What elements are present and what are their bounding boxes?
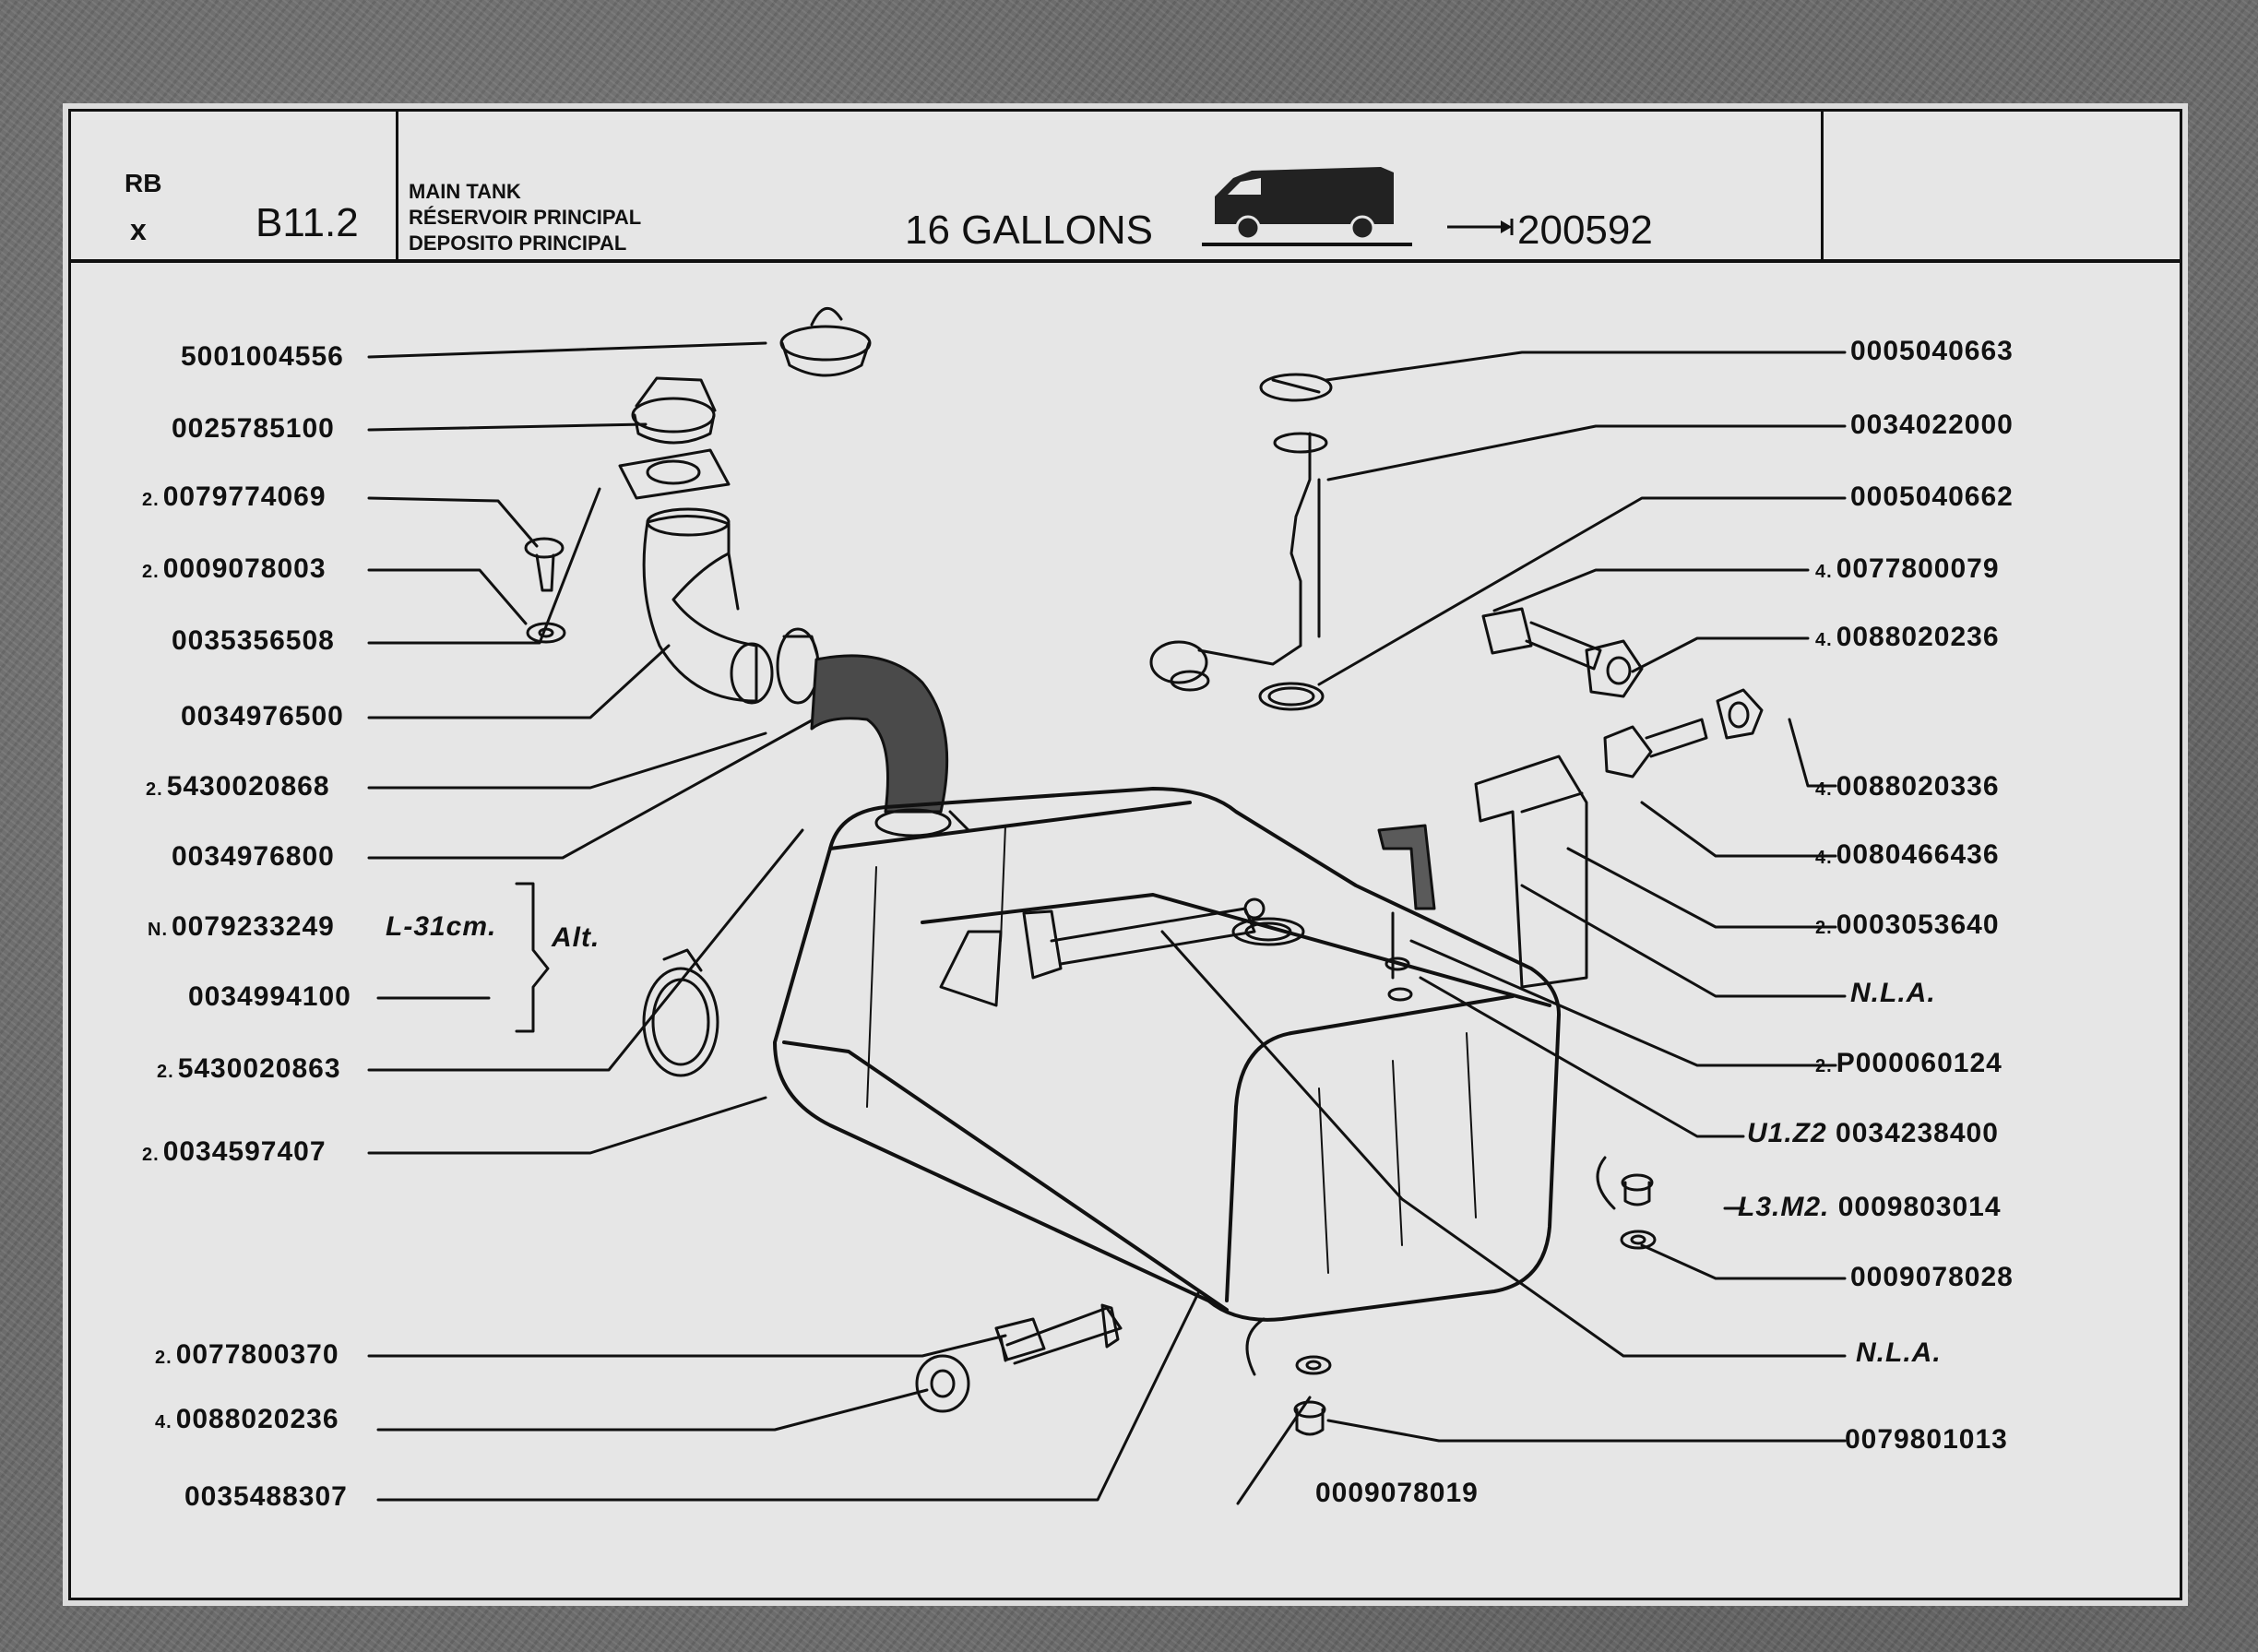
part-right-2: 0034022000 — [1850, 410, 2014, 440]
filler-neck-cap — [631, 376, 717, 445]
washer-side — [1620, 1230, 1657, 1250]
title-es: DEPOSITO PRINCIPAL — [409, 232, 627, 255]
leader-lines-right — [1160, 351, 1847, 1505]
part-left-10: 0034994100 — [188, 981, 351, 1012]
fuel-sender-ring — [1259, 373, 1333, 402]
part-right-14-nla: N.L.A. — [1856, 1337, 1942, 1368]
part-left-1: 5001004556 — [181, 341, 344, 372]
part-left-13: 2.0077800370 — [155, 1339, 339, 1370]
part-right-10: 2.P000060124 — [1815, 1048, 2002, 1078]
side-arrow — [1596, 1156, 1616, 1210]
part-left-7: 2.5430020868 — [146, 771, 330, 802]
part-left-14: 4.0088020236 — [155, 1404, 339, 1434]
serial-number: 200592 — [1517, 208, 1653, 253]
nut-bottom — [915, 1354, 970, 1413]
hose-clamp-lower — [874, 808, 970, 838]
title-en: MAIN TANK — [409, 180, 521, 203]
drain-plug-side — [1621, 1173, 1654, 1206]
hose — [810, 654, 949, 814]
bolt-large-right — [1481, 607, 1602, 671]
part-left-12: 2.0034597407 — [142, 1136, 327, 1167]
part-left-15: 0035488307 — [184, 1481, 348, 1512]
tank-outlet — [1231, 917, 1305, 946]
filler-gasket — [618, 448, 731, 500]
filler-cap — [779, 307, 872, 377]
part-right-11: U1.Z2 0034238400 — [1747, 1118, 1999, 1148]
part-right-3: 0005040662 — [1850, 481, 2014, 512]
screw-small — [524, 537, 564, 592]
van-icon — [1202, 167, 1412, 246]
part-right-7: 4.0080466436 — [1815, 839, 2000, 870]
tank-bracket-left — [939, 909, 1063, 1007]
part-left-9: N.0079233249 — [148, 911, 335, 942]
drain-plug-bottom — [1293, 1400, 1326, 1436]
nut-right-1 — [1585, 639, 1644, 698]
part-right-15: 0079801013 — [1845, 1424, 2008, 1455]
arrow-right-icon — [1447, 219, 1514, 235]
header-divider-2 — [1821, 112, 1824, 261]
code-x: x — [130, 213, 147, 246]
bolt-bottom — [994, 1303, 1123, 1365]
code-rb: RB — [125, 169, 162, 197]
washer-bottom — [1295, 1355, 1332, 1375]
part-right-13: 0009078028 — [1850, 1262, 2014, 1292]
drain-arrow-bottom — [1245, 1317, 1266, 1376]
part-left-2: 0025785100 — [172, 413, 335, 444]
alt-bracket — [515, 882, 550, 1033]
tank-mount-bracket-right — [1377, 755, 1588, 989]
capacity-label: 16 GALLONS — [905, 208, 1154, 253]
part-left-5: 0035356508 — [172, 625, 335, 656]
title-fr: RÉSERVOIR PRINCIPAL — [409, 206, 642, 229]
alt-clamp-ring — [642, 948, 719, 1077]
sender-gasket — [1258, 682, 1325, 711]
part-right-6: 4.0088020336 — [1815, 771, 2000, 802]
filler-neck-pipe — [642, 507, 774, 705]
part-bottom: 0009078019 — [1315, 1478, 1479, 1508]
part-right-12: L3.M2. 0009803014 — [1738, 1192, 2002, 1222]
part-left-11: 2.5430020863 — [157, 1053, 341, 1084]
part-right-8: 2.0003053640 — [1815, 909, 2000, 940]
stud — [1385, 911, 1413, 1002]
part-left-4: 2.0009078003 — [142, 553, 327, 584]
header-bottom-rule — [71, 259, 2180, 263]
part-left-8: 0034976800 — [172, 841, 335, 872]
part-right-1: 0005040663 — [1850, 336, 2014, 366]
alt-note: Alt. — [552, 922, 600, 953]
header-divider-1 — [396, 112, 398, 261]
length-note: L-31cm. — [386, 911, 497, 942]
part-right-4: 4.0077800079 — [1815, 553, 2000, 584]
washer-small — [526, 622, 566, 644]
bolt-right-2 — [1603, 718, 1708, 778]
part-right-9-nla: N.L.A. — [1850, 978, 1936, 1008]
section-code: B11.2 — [256, 200, 359, 245]
part-right-5: 4.0088020236 — [1815, 622, 2000, 652]
nut-right-2 — [1716, 688, 1764, 740]
part-left-3: 2.0079774069 — [142, 481, 327, 512]
leader-lines-left — [367, 341, 1201, 1502]
fuel-tank — [773, 787, 1561, 1322]
fuel-sender-unit — [1149, 432, 1328, 692]
hose-clamp-upper — [776, 627, 820, 705]
part-left-6: 0034976500 — [181, 701, 344, 731]
